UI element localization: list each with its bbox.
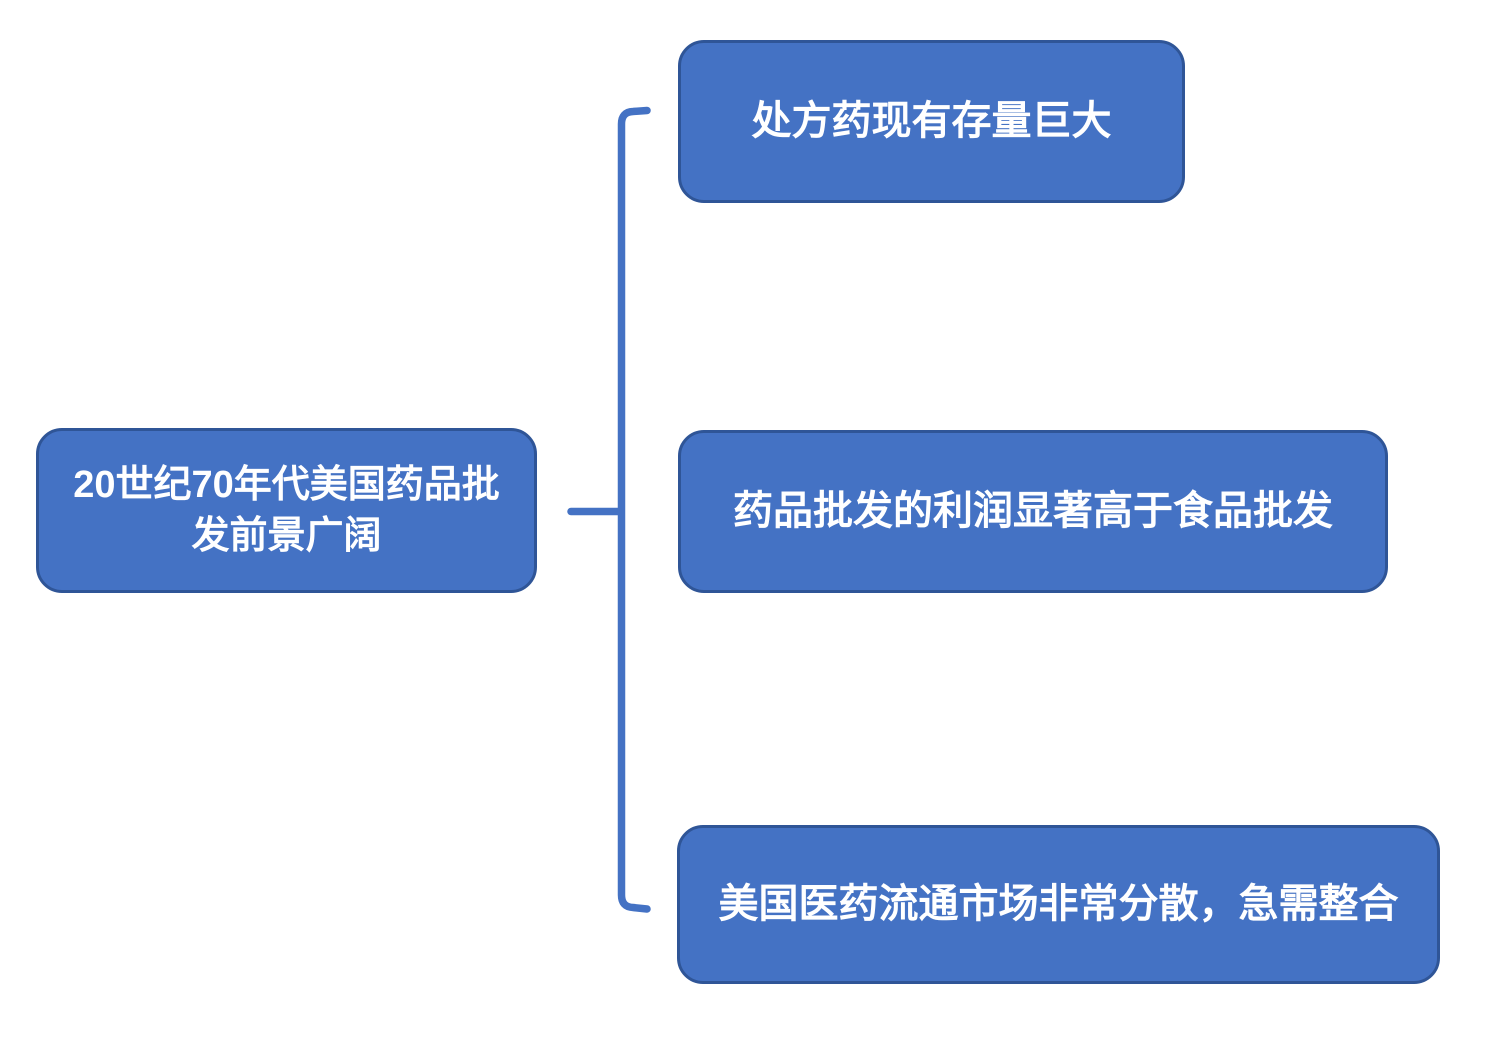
child-node-2-label: 药品批发的利润显著高于食品批发 <box>733 489 1333 534</box>
child-node-1-label: 处方药现有存量巨大 <box>751 99 1112 144</box>
child-node-3-label: 美国医药流通市场非常分散，急需整合 <box>718 882 1399 927</box>
child-node-1: 处方药现有存量巨大 <box>678 40 1185 203</box>
root-node: 20世纪70年代美国药品批发前景广阔 <box>36 428 537 593</box>
root-node-label: 20世纪70年代美国药品批发前景广阔 <box>73 464 500 557</box>
child-node-2: 药品批发的利润显著高于食品批发 <box>678 430 1388 593</box>
child-node-3: 美国医药流通市场非常分散，急需整合 <box>677 825 1440 984</box>
connector-bracket-line <box>617 106 651 913</box>
